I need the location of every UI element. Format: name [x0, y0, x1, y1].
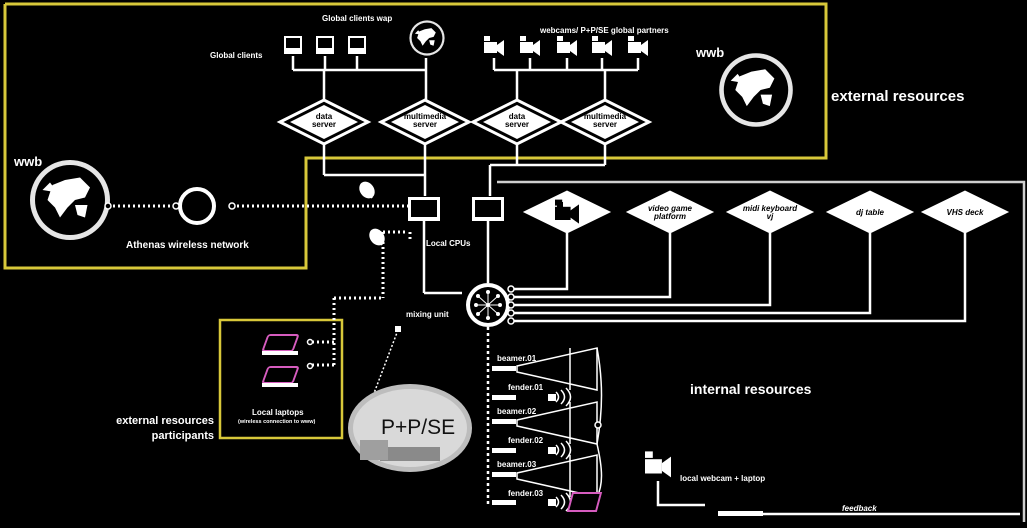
global-clients-label: Global clients	[210, 51, 263, 60]
fender-01-label: fender.01	[508, 383, 544, 392]
global-clients-wap-label: Global clients wap	[322, 14, 393, 23]
participants-label-line1: external resources	[116, 415, 214, 427]
logo-text: P+P/SE	[381, 416, 456, 439]
local-laptops-note: (wireless connection to www)	[238, 419, 316, 425]
mixing-unit-label: mixing unit	[406, 310, 449, 319]
webcam-partners-label: webcams/ P+P/SE global partners	[540, 26, 669, 35]
external-resources-label: external resources	[831, 88, 965, 105]
beamer-03-label: beamer.03	[497, 460, 537, 469]
participants-label-line2: participants	[151, 430, 214, 442]
beamer-02-label: beamer.02	[497, 407, 537, 416]
device-label-dj: dj table	[855, 208, 884, 217]
internal-resources-label: internal resources	[690, 381, 812, 397]
internal-zone-border	[497, 180, 1026, 522]
logo-pp-se	[348, 326, 472, 472]
wwb-left-label: wwb	[14, 154, 43, 169]
device-label-vhs: VHS deck	[946, 208, 984, 217]
local-webcam-label: local webcam + laptop	[680, 474, 766, 483]
participants-box	[218, 318, 344, 440]
wwb-right-label: wwb	[696, 45, 725, 60]
local-cpus-label: Local CPUs	[426, 239, 471, 248]
fender-03-label: fender.03	[508, 489, 544, 498]
fender-02-label: fender.02	[508, 436, 544, 445]
beamer-01-label: beamer.01	[497, 354, 537, 363]
athenas-network-label: Athenas wireless network	[126, 240, 249, 251]
local-laptops-label: Local laptops	[252, 408, 304, 417]
feedback-label: feedback	[842, 504, 877, 513]
external-zone-border	[5, 2, 828, 160]
